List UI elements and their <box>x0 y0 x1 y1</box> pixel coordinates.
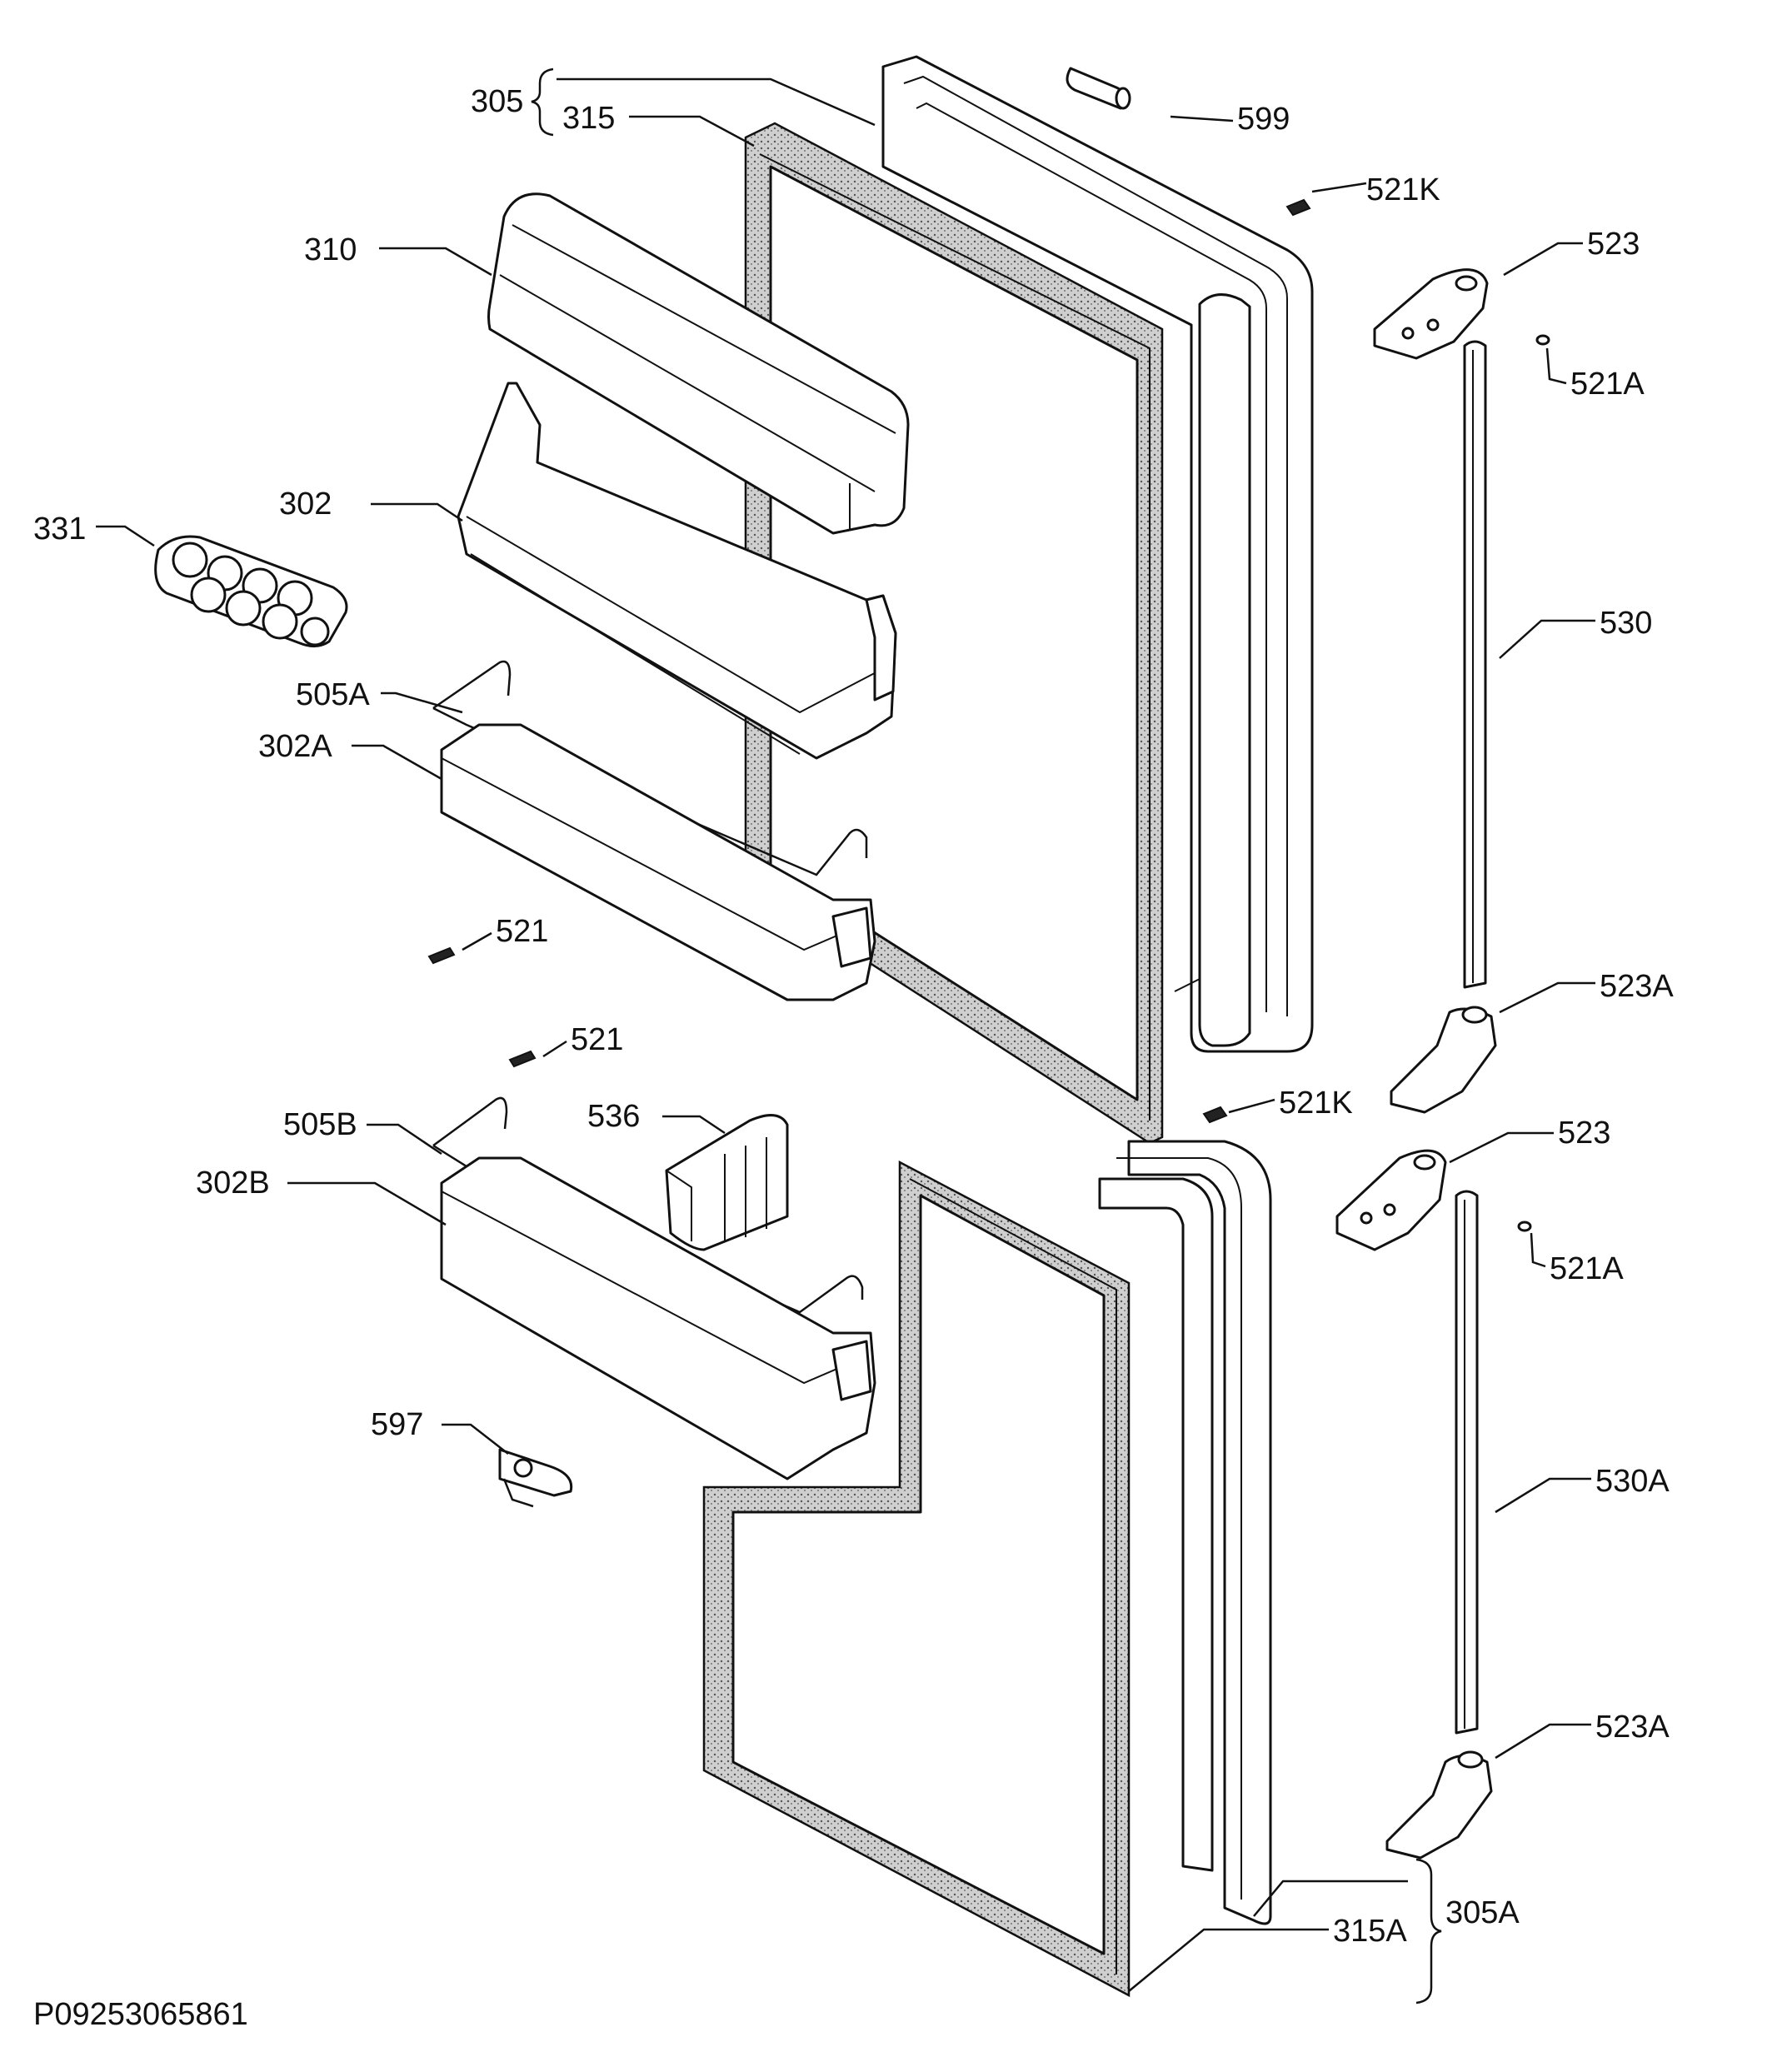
lower-door-panel <box>1098 1140 1272 1925</box>
label-536: 536 <box>587 1099 640 1134</box>
washer-521a-top <box>1535 334 1550 346</box>
label-523-top: 523 <box>1587 227 1640 262</box>
label-505b: 505B <box>283 1107 357 1142</box>
label-302b: 302B <box>196 1166 270 1201</box>
egg-tray <box>154 535 348 647</box>
door-stop-clip-597 <box>498 1448 573 1508</box>
label-505a: 505A <box>296 677 370 712</box>
hinge-523-mid <box>1335 1149 1447 1251</box>
label-597: 597 <box>371 1407 423 1442</box>
label-599: 599 <box>1237 102 1290 137</box>
label-310: 310 <box>304 232 357 267</box>
end-cap-599 <box>1066 67 1131 110</box>
label-523a-bottom: 523A <box>1595 1710 1670 1745</box>
hinge-523a-bottom <box>1385 1750 1493 1860</box>
bottle-retainer-505b <box>432 1096 864 1314</box>
label-521k-mid: 521K <box>1279 1086 1353 1121</box>
screw-521b <box>508 1050 537 1068</box>
bottle-divider-536 <box>665 1114 789 1251</box>
label-523a-top: 523A <box>1600 969 1674 1004</box>
door-shelf-302a <box>440 723 876 1001</box>
hinge-523-top <box>1373 268 1489 360</box>
label-530a: 530A <box>1595 1464 1670 1499</box>
label-315: 315 <box>562 101 615 136</box>
screw-521k-top <box>1285 198 1311 217</box>
label-521k-top: 521K <box>1366 172 1440 207</box>
label-521-upper: 521 <box>496 914 548 949</box>
label-305a: 305A <box>1445 1895 1520 1930</box>
drawing-code: P09253065861 <box>33 1997 248 2032</box>
label-521-lower: 521 <box>571 1022 623 1057</box>
door-shelf-302 <box>457 382 897 760</box>
screw-521a <box>427 946 456 965</box>
screw-521k-mid <box>1202 1106 1228 1124</box>
label-523-mid: 523 <box>1558 1116 1610 1151</box>
label-331: 331 <box>33 512 86 547</box>
label-305: 305 <box>471 84 523 119</box>
hinge-523a-top <box>1390 1006 1497 1114</box>
bottle-retainer-505a <box>432 660 868 876</box>
lower-door-gasket <box>702 1160 1131 1998</box>
upper-door-panel <box>881 55 1314 1053</box>
label-315a: 315A <box>1333 1914 1407 1949</box>
label-530: 530 <box>1600 606 1652 641</box>
leader-lines <box>96 67 1595 2005</box>
trim-strip-530a <box>1455 1190 1479 1735</box>
label-521a-mid: 521A <box>1550 1251 1624 1286</box>
label-302a: 302A <box>258 729 332 764</box>
callout-labels: 305 315 599 521K 310 523 521A 302 331 53… <box>33 84 1674 2032</box>
washer-521a-mid <box>1517 1221 1532 1232</box>
label-302: 302 <box>279 487 332 522</box>
door-shelf-302b <box>440 1156 876 1480</box>
label-521a-top: 521A <box>1570 367 1645 402</box>
trim-strip-530 <box>1463 340 1487 989</box>
dairy-compartment-lid <box>487 192 910 535</box>
